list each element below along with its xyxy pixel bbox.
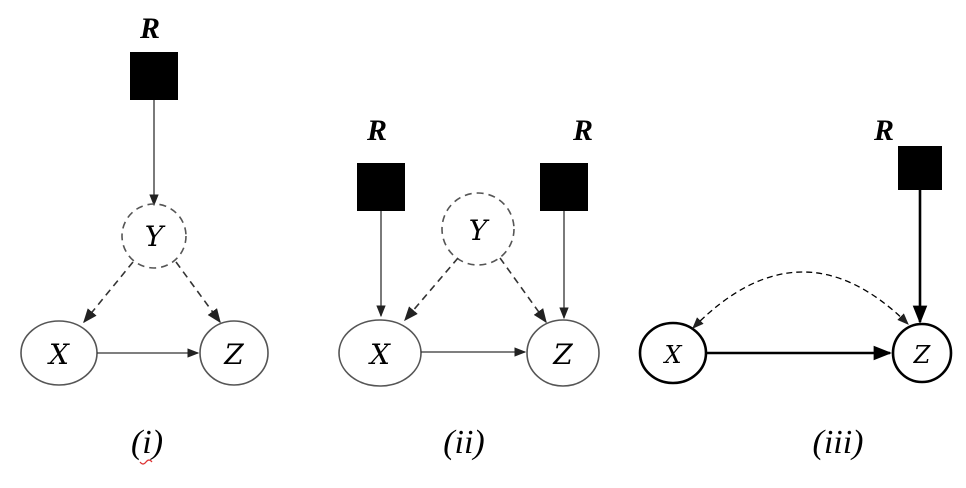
y-label: Y xyxy=(469,214,490,247)
edge-y-to-z xyxy=(499,257,547,324)
caption-ii: (ii) xyxy=(443,424,485,461)
x-label: X xyxy=(662,341,682,369)
diagram-i: R Y X Z (i) xyxy=(20,12,269,465)
r-label: R xyxy=(873,114,894,147)
z-label: Z xyxy=(552,338,573,371)
z-node xyxy=(199,320,269,386)
r-left-square-node xyxy=(357,163,405,211)
r-label: R xyxy=(139,12,160,45)
z-label: Z xyxy=(223,338,244,371)
z-node xyxy=(526,319,600,387)
edge-y-to-x xyxy=(83,261,134,324)
y-latent-node xyxy=(441,192,515,266)
edge-x-z-bidirected xyxy=(692,271,909,329)
diagram-ii: R R Y X Z (ii) xyxy=(338,114,600,461)
r-left-label: R xyxy=(366,114,387,147)
spellcheck-underline xyxy=(139,459,153,465)
y-latent-node xyxy=(121,203,187,269)
diagram-iii: R X Z (iii) xyxy=(638,114,953,461)
edge-y-to-z xyxy=(175,261,221,324)
edge-y-to-x xyxy=(404,257,459,322)
x-label: X xyxy=(368,338,391,371)
z-label: Z xyxy=(913,341,932,369)
r-right-label: R xyxy=(572,114,593,147)
x-label: X xyxy=(47,338,70,371)
x-node xyxy=(338,319,422,387)
r-right-square-node xyxy=(540,163,588,211)
y-label: Y xyxy=(145,220,166,253)
r-square-node xyxy=(898,146,942,190)
caption-iii: (iii) xyxy=(813,424,864,461)
r-square-node xyxy=(130,52,178,100)
caption-i: (i) xyxy=(131,424,163,461)
z-node xyxy=(891,322,953,384)
